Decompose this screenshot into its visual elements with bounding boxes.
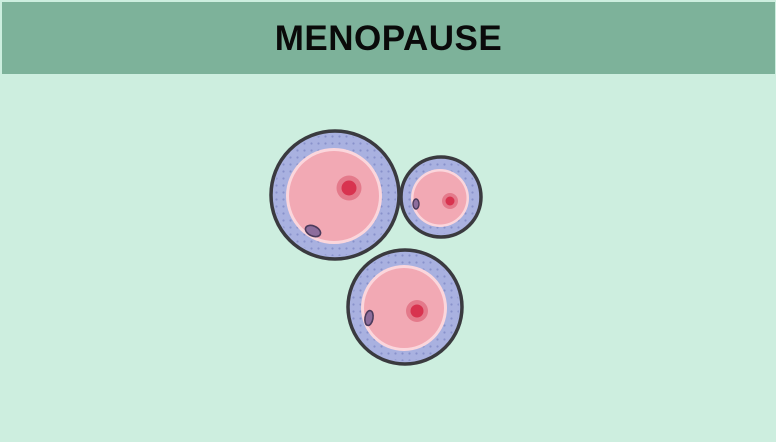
page-title: MENOPAUSE bbox=[274, 19, 503, 58]
title-banner: MENOPAUSE bbox=[2, 2, 775, 74]
egg-cell-small bbox=[399, 155, 483, 239]
egg-cell-large bbox=[269, 129, 401, 261]
egg-cell-bottom bbox=[346, 248, 464, 366]
